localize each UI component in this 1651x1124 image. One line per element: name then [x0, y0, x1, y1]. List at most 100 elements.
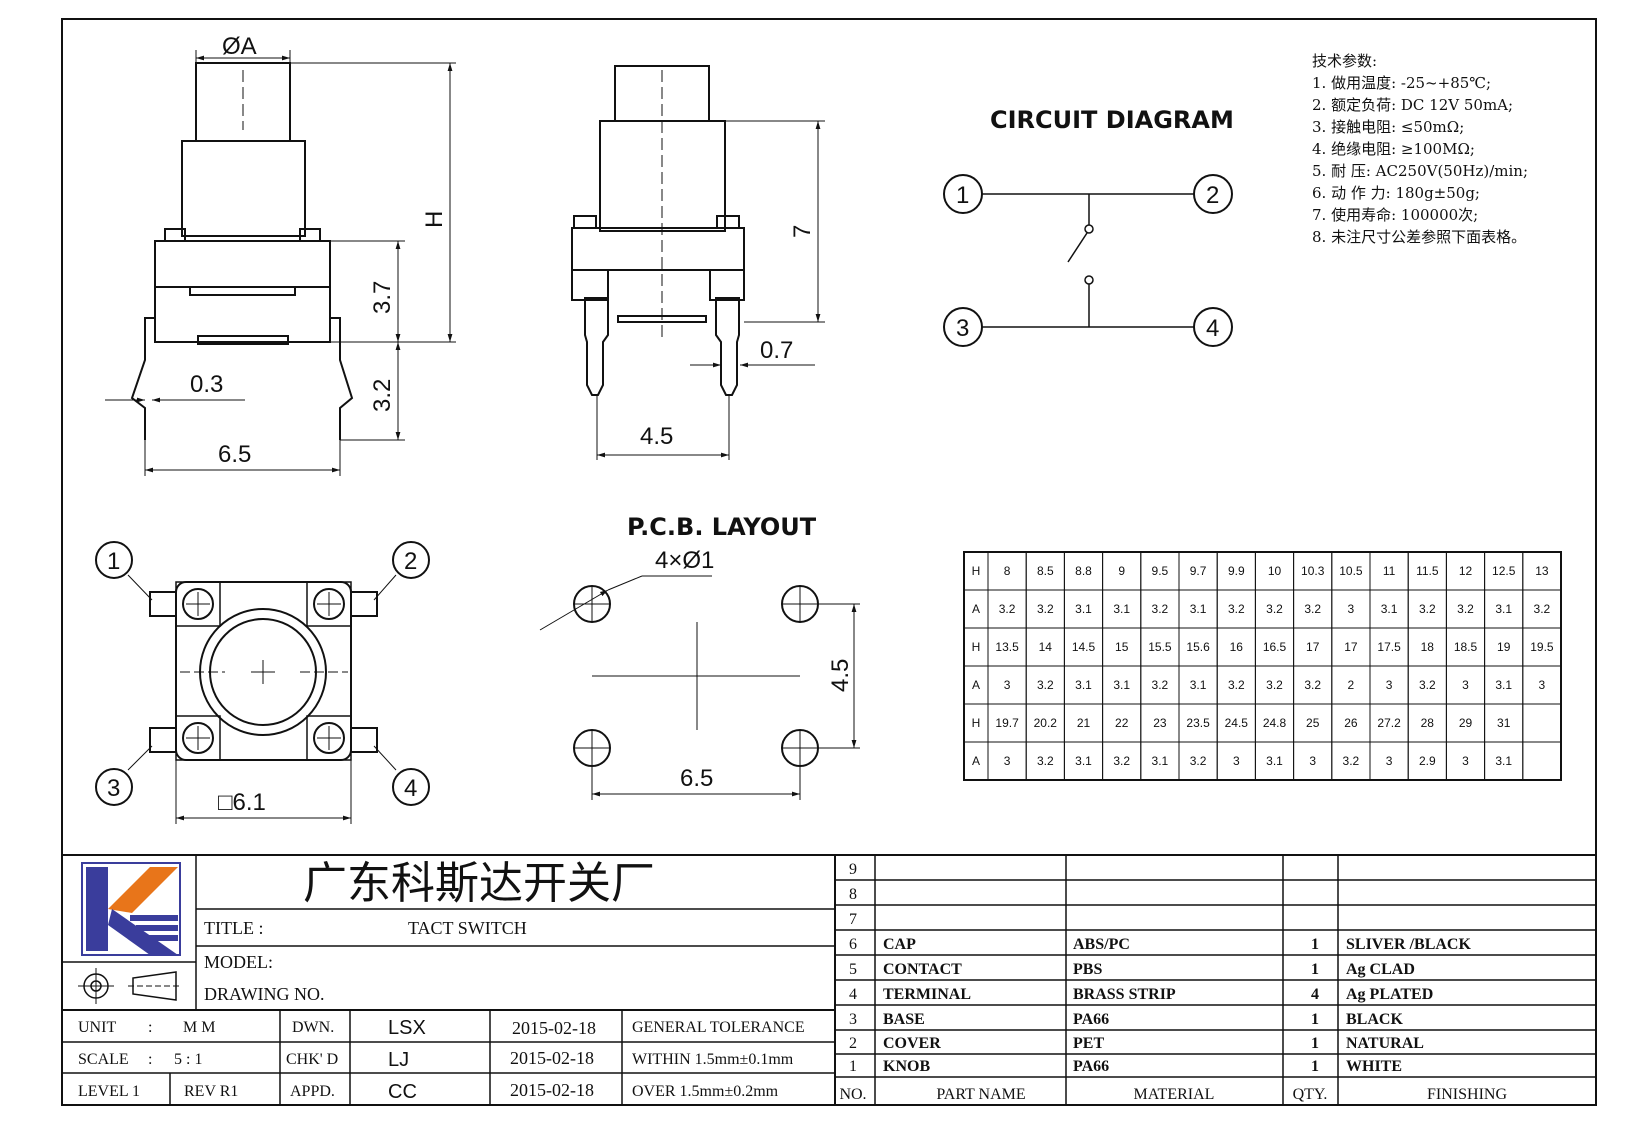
table-value: 3.2: [1190, 754, 1207, 768]
spec-item: 5. 耐 压: AC250V(50Hz)/min;: [1312, 162, 1528, 180]
table-value: 3: [1462, 678, 1469, 692]
table-value: 2: [1348, 678, 1355, 692]
circuit-pin-1: 1: [956, 182, 969, 209]
dim-0-7: 0.7: [760, 337, 793, 364]
spec-item: 1. 做用温度: -25~+85℃;: [1312, 74, 1491, 92]
top-pin-4: 4: [404, 775, 417, 802]
table-value: 15.6: [1186, 640, 1210, 654]
table-value: 3.2: [1419, 678, 1436, 692]
table-value: 15: [1115, 640, 1129, 654]
company-logo: [81, 862, 181, 956]
table-value: 13.5: [995, 640, 1019, 654]
table-value: 23.5: [1186, 716, 1210, 730]
spec-item: 7. 使用寿命: 100000次;: [1312, 206, 1478, 224]
dim-height-h: H: [421, 211, 448, 228]
unit-colon: :: [148, 1019, 152, 1036]
scale-value: 5 : 1: [174, 1051, 202, 1068]
pcb-dim-6-5: 6.5: [680, 765, 713, 792]
title-block: [62, 854, 1596, 1106]
circuit-pin-2: 2: [1206, 182, 1219, 209]
bom-qty: 1: [1311, 936, 1319, 953]
table-value: 3.2: [1266, 678, 1283, 692]
table-value: 29: [1459, 716, 1473, 730]
table-value: 3.1: [1266, 754, 1283, 768]
table-value: 12: [1459, 564, 1473, 578]
bom-row-no: 2: [849, 1035, 857, 1052]
table-value: 9: [1118, 564, 1125, 578]
table-value: 19.7: [995, 716, 1019, 730]
table-value: 12.5: [1492, 564, 1516, 578]
bom-header-material: MATERIAL: [1134, 1086, 1215, 1103]
bom-row-no: 3: [849, 1011, 857, 1028]
table-value: 3.1: [1190, 678, 1207, 692]
table-value: 3.2: [1228, 602, 1245, 616]
table-value: 16.5: [1263, 640, 1287, 654]
table-value: 10.3: [1301, 564, 1325, 578]
specs-title: 技术参数:: [1312, 52, 1377, 70]
drawing-no-label: DRAWING NO.: [204, 984, 325, 1004]
table-value: 9.9: [1228, 564, 1245, 578]
front-view: [571, 65, 825, 460]
table-value: 8.5: [1037, 564, 1054, 578]
table-value: 31: [1497, 716, 1511, 730]
table-value: 16: [1230, 640, 1244, 654]
table-value: 22: [1115, 716, 1129, 730]
table-value: 3.2: [1037, 754, 1054, 768]
spec-item: 3. 接触电阻: ≤50mΩ;: [1312, 118, 1464, 136]
table-value: 9.5: [1152, 564, 1169, 578]
table-value: 14: [1039, 640, 1053, 654]
table-value: 28: [1421, 716, 1435, 730]
top-pin-3: 3: [107, 775, 120, 802]
tech-specs: 技术参数: 1. 做用温度: -25~+85℃; 2. 额定负荷: DC 12V…: [1312, 52, 1528, 246]
bom-row-no: 5: [849, 961, 857, 978]
dim-3-2: 3.2: [369, 379, 396, 412]
table-value: 21: [1077, 716, 1091, 730]
table-cell: [1522, 703, 1562, 743]
bom-qty: 1: [1311, 961, 1319, 978]
table-row-header: H: [972, 564, 981, 578]
circuit-title: CIRCUIT DIAGRAM: [990, 106, 1234, 134]
table-value: 8.8: [1075, 564, 1092, 578]
table-value: 3: [1004, 754, 1011, 768]
table-value: 3: [1539, 678, 1546, 692]
top-pin-2: 2: [404, 548, 417, 575]
table-value: 10.5: [1339, 564, 1363, 578]
table-row-header: H: [972, 716, 981, 730]
bom-material: PET: [1073, 1035, 1104, 1052]
table-value: 19: [1497, 640, 1511, 654]
table-value: 3.2: [1037, 678, 1054, 692]
tolerance-title: GENERAL TOLERANCE: [632, 1019, 805, 1036]
table-value: 14.5: [1072, 640, 1096, 654]
table-value: 3.1: [1113, 678, 1130, 692]
table-value: 3.1: [1190, 602, 1207, 616]
bom-header-qty: QTY.: [1293, 1086, 1328, 1103]
bom-qty: 4: [1311, 986, 1319, 1003]
tolerance-over: OVER 1.5mm±0.2mm: [632, 1083, 779, 1100]
table-value: 3: [1462, 754, 1469, 768]
checked-date: 2015-02-18: [510, 1048, 594, 1068]
pcb-title: P.C.B. LAYOUT: [627, 513, 817, 541]
bom-row-no: 7: [849, 911, 857, 928]
checked-name: LJ: [388, 1049, 409, 1071]
unit-value: M M: [183, 1019, 215, 1036]
approved-date: 2015-02-18: [510, 1080, 594, 1100]
bom-material: PA66: [1073, 1058, 1109, 1075]
table-value: 19.5: [1530, 640, 1554, 654]
circuit-pin-4: 4: [1206, 315, 1219, 342]
bom-material: BRASS STRIP: [1073, 986, 1176, 1003]
bom-finishing: SLIVER /BLACK: [1346, 936, 1471, 953]
table-row-header: A: [972, 678, 980, 692]
bom-qty: 1: [1311, 1011, 1319, 1028]
bom-part-name: BASE: [883, 1011, 925, 1028]
bom-header-finishing: FINISHING: [1427, 1086, 1507, 1103]
table-value: 3.1: [1495, 754, 1512, 768]
spec-item: 8. 未注尺寸公差参照下面表格。: [1312, 228, 1526, 246]
table-value: 3.1: [1152, 754, 1169, 768]
pcb-hole-spec: 4×Ø1: [655, 547, 714, 574]
pcb-dim-4-5: 4.5: [827, 659, 854, 692]
drawn-date: 2015-02-18: [512, 1018, 596, 1038]
bom-finishing: BLACK: [1346, 1011, 1403, 1028]
table-value: 3.2: [1152, 678, 1169, 692]
bom-row-no: 6: [849, 936, 857, 953]
spec-item: 2. 额定负荷: DC 12V 50mA;: [1312, 96, 1513, 114]
